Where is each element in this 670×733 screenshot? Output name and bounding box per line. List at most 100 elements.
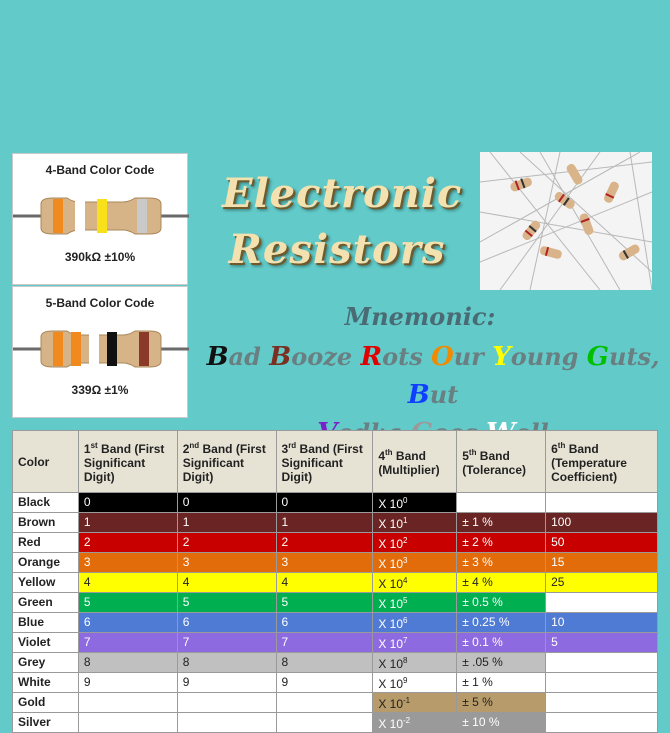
tolerance-cell: ± 3 % — [456, 552, 547, 573]
table-row: Silver X 10-2± 10 % — [12, 712, 658, 733]
five-band-band-2 — [71, 332, 81, 366]
mnemonic-label: Mnemonic: — [344, 302, 496, 331]
four-band-band-4 — [137, 199, 147, 233]
four-band-band-3 — [97, 199, 107, 233]
mnemonic-line-1-cap-0: B — [206, 342, 229, 372]
temperature-cell — [545, 652, 658, 673]
digit2-cell: 3 — [176, 552, 277, 573]
tolerance-cell: ± 0.1 % — [456, 632, 547, 653]
header-cell-0: Color — [12, 430, 79, 493]
mnemonic-line-1-word-6: ut — [429, 380, 459, 409]
digit2-cell — [176, 712, 277, 733]
digit1-cell: 9 — [77, 672, 178, 693]
multiplier-cell: X 105 — [372, 592, 458, 613]
color-name-cell: Red — [12, 532, 79, 553]
digit2-cell: 0 — [176, 492, 277, 513]
header-cell-1: 1st Band (First Significant Digit) — [77, 430, 178, 493]
digit1-cell: 8 — [77, 652, 178, 673]
temperature-cell: 15 — [545, 552, 658, 573]
multiplier-exponent: 3 — [403, 556, 408, 565]
digit2-cell: 1 — [176, 512, 277, 533]
mnemonic-line-1-cap-2: R — [360, 342, 383, 372]
mnemonic-line-1-word-4: oung — [510, 342, 587, 371]
digit1-cell: 2 — [77, 532, 178, 553]
multiplier-cell: X 109 — [372, 672, 458, 693]
digit2-cell — [176, 692, 277, 713]
mnemonic-line-1-word-2: ots — [382, 342, 432, 371]
multiplier-cell: X 10-2 — [372, 712, 458, 733]
color-name-cell: Silver — [12, 712, 79, 733]
temperature-cell — [545, 712, 658, 733]
color-name-cell: Orange — [12, 552, 79, 573]
multiplier-cell: X 102 — [372, 532, 458, 553]
multiplier-cell: X 103 — [372, 552, 458, 573]
five-band-band-1 — [53, 332, 63, 366]
color-name-cell: Gold — [12, 692, 79, 713]
color-name-cell: Violet — [12, 632, 79, 653]
multiplier-cell: X 107 — [372, 632, 458, 653]
mnemonic-line-1-cap-4: Y — [492, 342, 511, 372]
multiplier-exponent: 7 — [403, 636, 408, 645]
color-name-cell: White — [12, 672, 79, 693]
digit1-cell: 3 — [77, 552, 178, 573]
title-line-1: Electronic — [222, 170, 463, 217]
multiplier-exponent: 0 — [403, 496, 408, 505]
header-cell-6: 6th Band (Temperature Coefficient) — [545, 430, 658, 493]
five-band-band-4 — [107, 332, 117, 366]
digit2-cell: 6 — [176, 612, 277, 633]
header-cell-4: 4th Band (Multiplier) — [372, 430, 458, 493]
digit3-cell: 5 — [275, 592, 374, 613]
multiplier-exponent: 5 — [403, 596, 408, 605]
mnemonic-line-1-cap-6: B — [407, 380, 430, 410]
four-band-caption: 390kΩ ±10% — [64, 250, 136, 264]
header-cell-3: 3rd Band (First Significant Digit) — [275, 430, 374, 493]
four-band-resistor-icon — [13, 197, 189, 235]
four-band-band-1 — [53, 199, 63, 233]
tolerance-cell: ± 10 % — [456, 712, 547, 733]
digit3-cell: 0 — [275, 492, 374, 513]
mnemonic-line-1: Bad Booze Rots Our Young Guts, But — [196, 338, 670, 414]
digit2-cell: 4 — [176, 572, 277, 593]
digit1-cell: 4 — [77, 572, 178, 593]
digit1-cell: 0 — [77, 492, 178, 513]
five-band-panel: 5-Band Color Code 339Ω ±1% — [12, 286, 189, 418]
mnemonic-line-1-word-0: ad — [228, 342, 270, 371]
color-name-cell: Blue — [12, 612, 79, 633]
header-cell-5: 5th Band (Tolerance) — [456, 430, 547, 493]
tolerance-cell: ± 0.5 % — [456, 592, 547, 613]
five-band-caption: 339Ω ±1% — [71, 383, 129, 397]
four-band-title: 4-Band Color Code — [45, 163, 155, 177]
color-name-cell: Green — [12, 592, 79, 613]
multiplier-cell: X 108 — [372, 652, 458, 673]
digit1-cell — [77, 712, 178, 733]
mnemonic-line-1-cap-3: O — [431, 342, 454, 372]
tolerance-cell: ± 4 % — [456, 572, 547, 593]
title-line-2: Resistors — [228, 226, 446, 273]
page-title: Electronic Resistors — [222, 166, 463, 278]
five-band-resistor-icon — [13, 330, 189, 368]
digit3-cell: 1 — [275, 512, 374, 533]
temperature-cell — [545, 492, 658, 513]
digit3-cell: 8 — [275, 652, 374, 673]
temperature-cell: 50 — [545, 532, 658, 553]
digit3-cell: 6 — [275, 612, 374, 633]
tolerance-cell: ± .05 % — [456, 652, 547, 673]
digit2-cell: 9 — [176, 672, 277, 693]
mnemonic-line-1-cap-1: B — [269, 342, 292, 372]
tolerance-cell — [456, 492, 547, 513]
color-name-cell: Brown — [12, 512, 79, 533]
mnemonic-line-1-word-1: ooze — [291, 342, 361, 371]
multiplier-exponent: 9 — [403, 676, 408, 685]
temperature-cell — [545, 592, 658, 613]
five-band-title: 5-Band Color Code — [45, 296, 155, 310]
multiplier-exponent: -1 — [403, 696, 411, 705]
multiplier-cell: X 101 — [372, 512, 458, 533]
